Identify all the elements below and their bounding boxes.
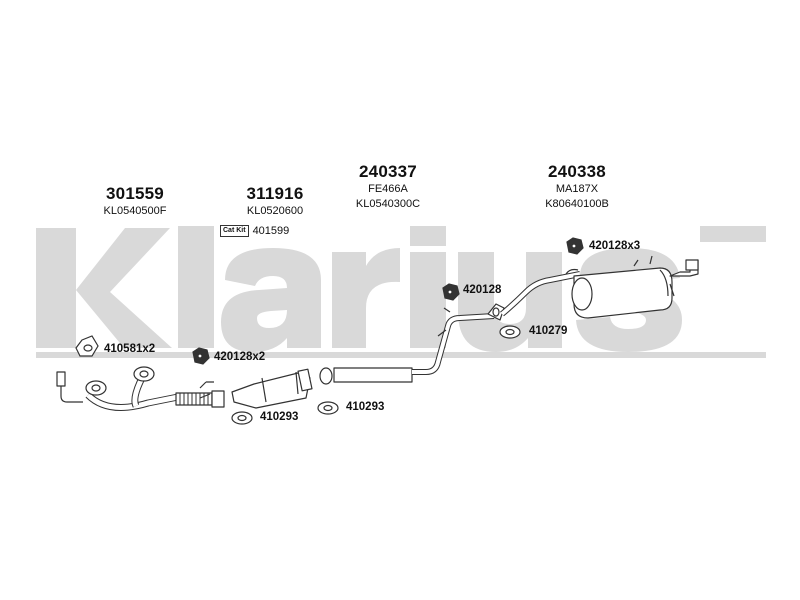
front-pipe-icon [85,366,179,411]
part-code: KL0520600 [246,205,304,217]
part-code: KL0540500F [103,205,167,217]
fitting-label: 410279 [529,325,568,337]
fitting-label: 410293 [346,401,385,413]
part-number: 301559 [106,184,164,203]
rubber-mount-icon [442,283,460,301]
part-code: MA187X [555,183,599,195]
part-block-1: 301559 KL0540500F [90,184,180,219]
part-block-3: 240337 FE466A KL0540300C [343,162,433,212]
ring-gasket-icon [231,411,253,425]
part-block-4: 240338 MA187X K80640100B [532,162,622,212]
part-number: 311916 [246,184,304,203]
fitting-label: 420128 [463,284,502,296]
fitting-label: 420128x3 [589,240,641,252]
part-code: KL0540300C [355,198,421,210]
catalytic-converter-icon [199,368,313,409]
cat-kit-row: Cat Kit 401599 [220,225,289,237]
cat-kit-number: 401599 [252,225,290,237]
ring-gasket-icon [499,325,521,339]
fitting-label: 420128x2 [214,351,266,363]
flange-gasket-icon [75,335,99,357]
pipe-flange-icon [487,303,505,321]
part-number: 240337 [359,162,417,181]
fitting-label: 410293 [260,411,299,423]
part-code: FE466A [368,183,408,195]
cat-kit-badge: Cat Kit [220,225,249,237]
fitting-label: 410581x2 [104,343,156,355]
rubber-mount-icon [192,347,210,365]
ring-gasket-icon [317,401,339,415]
middle-silencer-icon [319,307,495,385]
rubber-mount-icon [566,237,584,255]
part-number: 240338 [548,162,606,181]
part-code: K80640100B [545,198,609,210]
part-block-2: 311916 KL0520600 [230,184,320,219]
rear-silencer-icon [500,255,699,319]
flex-pipe-icon [175,381,225,408]
lambda-sensor-icon [56,371,83,403]
